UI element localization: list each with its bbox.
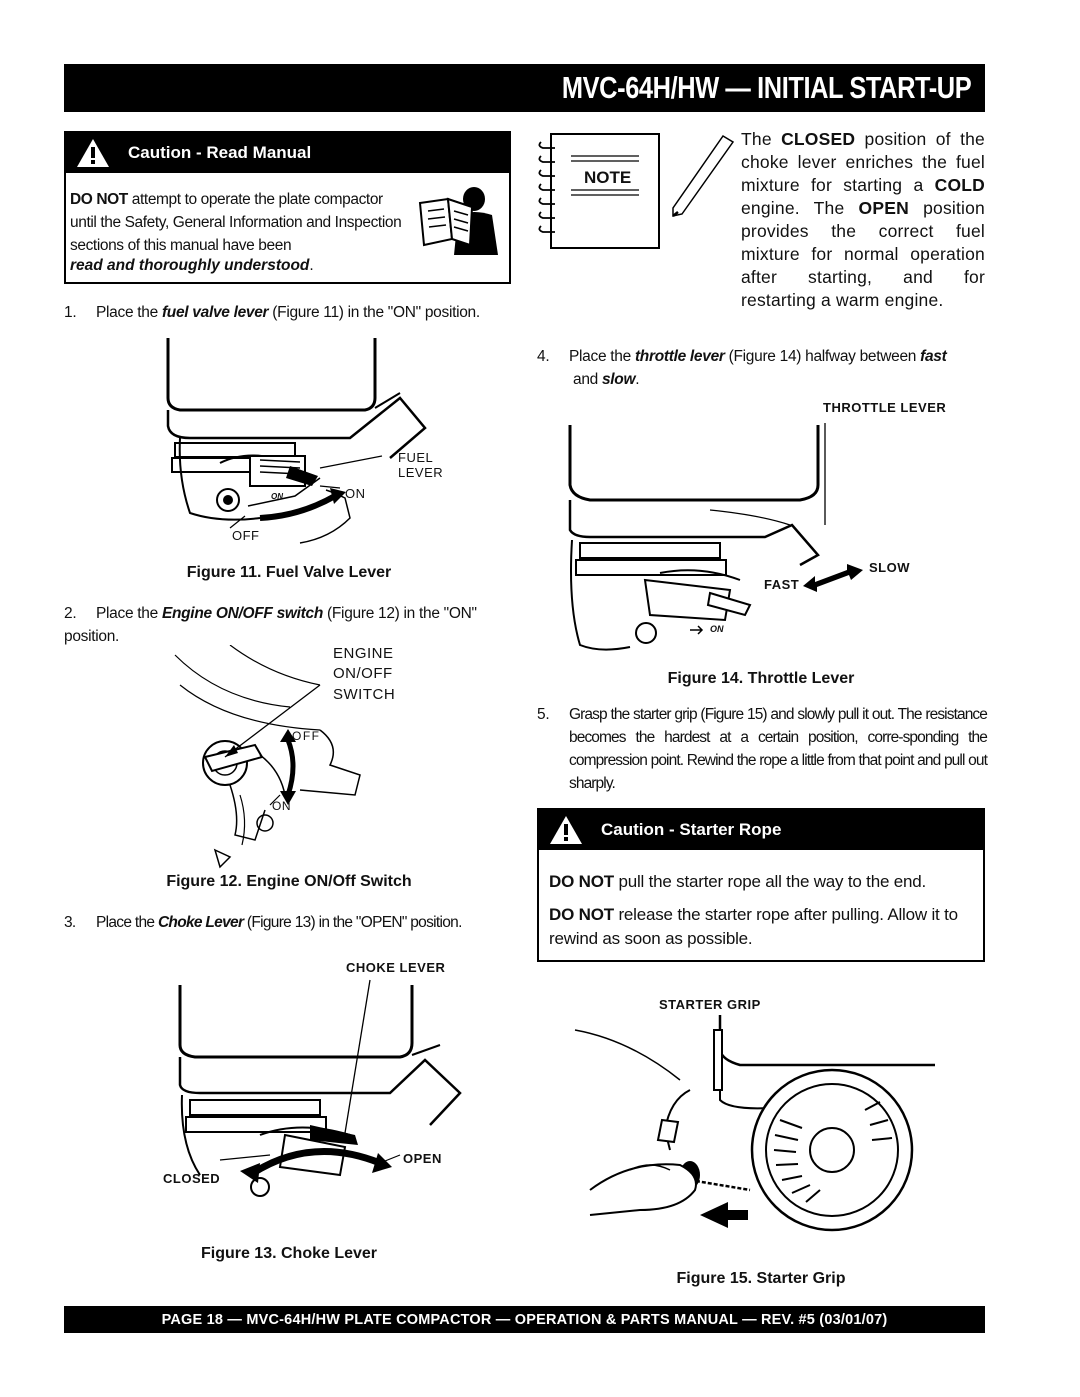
caution-starter-rope-header: Caution - Starter Rope (539, 810, 983, 850)
step-4-slow: slow (601, 371, 636, 388)
step-2-emphasis: Engine ON/OFF switch (161, 605, 324, 622)
fig12-label-engine: ENGINE (333, 645, 394, 662)
note-text-1: The (741, 129, 782, 149)
caution-starter-rope-heading: Caution - Starter Rope (601, 820, 782, 839)
step-3-text-end: (Figure 13) in the "OPEN" position. (243, 914, 463, 931)
figure-13-caption: Figure 13. Choke Lever (200, 1245, 378, 1262)
caution-rope-para-1: DO NOT pull the starter rope all the way… (549, 870, 926, 894)
step-3-text: Place the (96, 914, 158, 931)
step-3-number: 3. (64, 914, 76, 931)
note-notepad-icon (538, 133, 735, 249)
fig14-slow-label: SLOW (869, 560, 910, 575)
step-2-text: Place the (96, 605, 162, 622)
note-text-4: position provides the correct fuel mixtu… (741, 198, 985, 310)
rope-do-not-2: DO NOT (549, 905, 614, 924)
step-1: 1. Place the fuel valve lever (Figure 11)… (64, 301, 514, 324)
step-4-text: Place the (569, 348, 635, 365)
figure-15-starter-grip-illustration (570, 1010, 942, 1235)
fig11-lever-label: LEVER (398, 465, 444, 480)
warning-triangle-icon (539, 814, 593, 846)
caution-do-not: DO NOT (70, 191, 128, 208)
step-1-number: 1. (64, 304, 77, 321)
page-title-bar: MVC-64H/HW — INITIAL START-UP (64, 64, 985, 112)
fig14-dial-on-label: ON (710, 624, 724, 634)
rope-text-1: pull the starter rope all the way to the… (613, 872, 927, 891)
note-cold: COLD (934, 175, 985, 195)
fig13-open-label: OPEN (403, 1151, 442, 1166)
step-5-number: 5. (537, 706, 550, 723)
fig11-off-label: OFF (232, 528, 260, 543)
fig14-throttle-lever-label: THROTTLE LEVER (823, 400, 947, 415)
fig12-on-label: ON (272, 799, 291, 813)
fig15-starter-grip-label: STARTER GRIP (659, 997, 761, 1012)
figure-11-fuel-valve-illustration (150, 338, 450, 550)
caution-read-manual-header: Caution - Read Manual (66, 133, 509, 173)
fig12-label-onoff: ON/OFF (333, 665, 393, 682)
note-open: OPEN (858, 198, 909, 218)
step-4-number: 4. (537, 348, 550, 365)
figure-11-caption: Figure 11. Fuel Valve Lever (186, 564, 392, 581)
fig11-on-label: ON (345, 486, 366, 501)
step-2: 2. Place the Engine ON/OFF switch (Figure… (64, 602, 514, 648)
page-footer: PAGE 18 — MVC-64H/HW PLATE COMPACTOR — O… (64, 1306, 985, 1333)
fast-slow-double-arrow-icon (803, 564, 863, 592)
caution-read-manual-box: Caution - Read Manual DO NOT attempt to … (64, 131, 511, 284)
figure-12-caption: Figure 12. Engine ON/Off Switch (166, 873, 412, 890)
fig12-label-switch: SWITCH (333, 686, 396, 703)
step-4: 4. Place the throttle lever (Figure 14) h… (537, 345, 987, 391)
step-4-mid: (Figure 14) halfway between (724, 348, 921, 365)
fig13-closed-label: CLOSED (163, 1171, 221, 1186)
caution-read-manual-heading: Caution - Read Manual (128, 143, 312, 162)
fig13-choke-lever-label: CHOKE LEVER (346, 960, 446, 975)
note-text: The CLOSED position of the choke lever e… (741, 128, 985, 312)
step-5-text: Grasp the starter grip (Figure 15) and s… (569, 706, 988, 792)
caution-body: attempt to operate the plate compactor u… (70, 191, 402, 254)
figure-14-caption: Figure 14. Throttle Lever (667, 670, 855, 687)
fig11-dial-on: ON (271, 492, 283, 501)
step-4-fast: fast (920, 348, 947, 365)
step-4-emphasis: throttle lever (634, 348, 725, 365)
caution-emphasis-line: read and thoroughly understood. (70, 257, 314, 275)
footer-text: PAGE 18 — MVC-64H/HW PLATE COMPACTOR — O… (161, 1311, 888, 1328)
step-1-text: Place the (96, 304, 162, 321)
step-1-text-end: (Figure 11) in the "ON" position. (268, 304, 480, 321)
note-text-3: engine. The (741, 198, 859, 218)
person-reading-manual-icon (418, 187, 498, 255)
caution-rope-para-2: DO NOT release the starter rope after pu… (549, 903, 979, 951)
note-badge: NOTE (584, 168, 632, 187)
page-title: MVC-64H/HW — INITIAL START-UP (561, 70, 972, 105)
note-closed: CLOSED (781, 129, 856, 149)
figure-12-engine-switch-illustration (170, 645, 380, 870)
rope-do-not-1: DO NOT (549, 872, 614, 891)
fig14-fast-label: FAST (764, 577, 800, 592)
warning-triangle-icon (66, 137, 120, 169)
rope-text-2: release the starter rope after pulling. … (549, 905, 958, 948)
step-1-emphasis: fuel valve lever (161, 304, 269, 321)
step-2-number: 2. (64, 605, 77, 622)
figure-14-throttle-lever-illustration (560, 415, 880, 660)
note-text-2: position of the choke lever enriches the… (741, 129, 985, 195)
caution-tail: . (309, 257, 314, 274)
figure-13-choke-lever-illustration (160, 975, 480, 1200)
fig12-off-label: OFF (292, 729, 321, 743)
caution-emphasis: read and thoroughly understood (70, 257, 310, 274)
step-2-text-end: (Figure 12) in the "ON" position. (64, 605, 477, 645)
step-3: 3. Place the Choke Lever (Figure 13) in t… (64, 911, 514, 934)
step-4-and: and (569, 371, 602, 388)
step-3-emphasis: Choke Lever (157, 914, 244, 931)
fig11-fuel-label: FUEL (398, 450, 434, 465)
caution-starter-rope-box: Caution - Starter Rope DO NOT pull the s… (537, 808, 985, 962)
figure-15-caption: Figure 15. Starter Grip (676, 1270, 846, 1287)
caution-read-manual-text: DO NOT attempt to operate the plate comp… (70, 188, 402, 257)
step-4-end: . (635, 371, 640, 388)
step-5: 5. Grasp the starter grip (Figure 15) an… (537, 703, 988, 795)
